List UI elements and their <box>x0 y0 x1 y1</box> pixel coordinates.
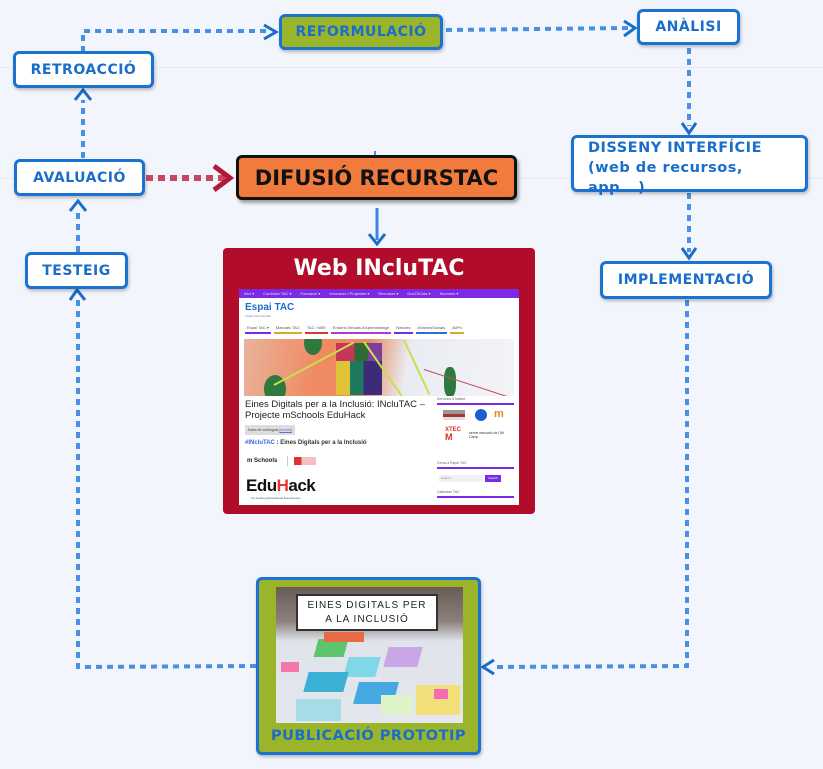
node-reformulacio[interactable]: REFORMULACIÓ <box>279 14 443 50</box>
site-search-button: Search <box>485 475 501 482</box>
site-nav-item: Recursos ▾ <box>378 291 399 296</box>
website-screenshot: Inici ▾ Comissió TAC ▾ Formació ▾ Innova… <box>239 289 519 505</box>
arrowhead-web <box>367 233 387 247</box>
sticky-note <box>343 657 381 677</box>
arrowhead-avaluacio <box>68 198 88 212</box>
mschools-logo: m Schools <box>247 458 278 464</box>
arrowhead-testeig <box>68 287 87 301</box>
sticky-note <box>281 662 299 672</box>
toc-link: [mostra] <box>279 428 292 432</box>
node-retroaccio[interactable]: RETROACCIÓ <box>13 51 154 88</box>
hashtag-rest: : Eines Digitals per a la Inclusió <box>274 440 367 446</box>
site-menu-item: Notícies <box>394 325 413 334</box>
sticky-note <box>303 672 349 692</box>
sidebar-heading: Calendari TAC <box>437 490 514 498</box>
eduhack-logo: EduHack <box>246 476 316 496</box>
blue-circle-logo-icon <box>475 409 487 421</box>
site-nav-item: Inici ▾ <box>244 291 255 296</box>
node-implementacio[interactable]: IMPLEMENTACIÓ <box>600 261 772 299</box>
logo-separator <box>287 456 288 466</box>
eduhack-subtitle: Co-creating Educational Experiences <box>251 496 301 500</box>
background-guide-line <box>0 67 823 68</box>
site-toc: Índex de continguts [mostra] <box>245 425 295 435</box>
sticky-note <box>383 647 423 667</box>
xtec-text: XTEC <box>445 427 462 433</box>
site-menu-item: Espai TAC ▾ <box>245 325 271 334</box>
toc-label: Índex de continguts <box>248 428 279 432</box>
servei-educatiu-text: servei educatiu de l'Alt Camp <box>469 431 504 439</box>
site-menu-item: #XarxesSocials <box>415 325 448 334</box>
connector-retroaccio-reformulacio <box>81 29 270 52</box>
hero-shape <box>423 369 510 396</box>
sticky-note <box>324 632 364 642</box>
site-post-title: Eines Digitals per a la Inclusió: INcluT… <box>245 399 425 421</box>
node-difusio-recurstac[interactable]: DIFUSIÓ RECURSTAC <box>236 155 517 200</box>
disseny-line-2: (web de recursos, app...) <box>588 160 743 196</box>
sidebar-heading: Cerca a Espai TAC <box>437 461 514 469</box>
site-menu-item: Manuals TAC <box>273 325 302 334</box>
arrowhead-disseny <box>680 122 698 136</box>
hashtag: #INcluTAC <box>245 440 275 446</box>
site-sidebar: Servicios d'Institut <box>437 397 514 408</box>
sticky-note <box>434 689 448 699</box>
arrowhead-implementacio <box>680 247 698 261</box>
eduhack-part: ack <box>288 476 316 495</box>
site-hero-image <box>244 339 514 396</box>
site-tagline: Institut Sant Andreu <box>245 314 272 318</box>
prototype-tag-line-2: A LA INCLUSIÓ <box>325 613 409 625</box>
sticky-note <box>296 699 341 721</box>
web-card-title: Web INcluTAC <box>293 256 465 281</box>
site-menu-item: TAC i NEE <box>304 325 328 334</box>
disseny-line-1: DISSENY INTERFÍCIE <box>588 140 762 156</box>
node-analisi[interactable]: ANÀLISI <box>637 9 740 45</box>
publicacio-prototip-label: PUBLICACIÓ PROTOTIP <box>270 728 467 744</box>
prototype-photo: EINES DIGITALS PER A LA INCLUSIÓ <box>276 587 463 723</box>
arrowhead-retroaccio <box>73 87 93 101</box>
node-avaluacio[interactable]: AVALUACIÓ <box>14 159 145 196</box>
arrowhead-reformulacio <box>263 23 279 41</box>
web-inclutac-card[interactable]: Web INcluTAC Inici ▾ Comissió TAC ▾ Form… <box>223 248 535 514</box>
hero-shape <box>304 339 322 355</box>
moodle-icon: m <box>494 408 504 420</box>
school-building-icon <box>443 410 465 420</box>
site-nav-item: Innovació i Projectes ▾ <box>329 291 370 296</box>
site-nav-item: Alumnes ▾ <box>439 291 459 296</box>
site-secondary-menu: Espai TAC ▾ Manuals TAC TAC i NEE Entorn… <box>245 325 464 334</box>
prototype-title-tag: EINES DIGITALS PER A LA INCLUSIÓ <box>296 594 438 631</box>
hero-shape <box>403 339 431 395</box>
arrowhead-analisi <box>623 19 638 38</box>
site-brand: Espai TAC <box>245 302 295 313</box>
sticky-note <box>381 695 413 715</box>
site-top-nav: Inici ▾ Comissió TAC ▾ Formació ▾ Innova… <box>239 289 519 298</box>
sidebar-heading: Servicios d'Institut <box>437 397 514 405</box>
connector-reformulacio-analisi <box>445 26 629 32</box>
site-nav-item: Comissió TAC ▾ <box>263 291 292 296</box>
prototype-tag-line-1: EINES DIGITALS PER <box>307 599 427 611</box>
eduhack-part: Edu <box>246 476 277 495</box>
site-menu-item: AVPs <box>450 325 464 334</box>
site-nav-item: DocTACats ▾ <box>407 291 431 296</box>
partner-logo <box>294 457 316 465</box>
site-search-input: Search ... <box>439 475 483 482</box>
eduhack-part: H <box>276 476 289 495</box>
arrowhead-publicacio <box>480 658 495 676</box>
site-hashtag-line: #INcluTAC : Eines Digitals per a la Incl… <box>245 440 367 446</box>
hero-shape <box>336 343 382 361</box>
site-menu-item: Entorns Virtuals d'Aprenentatge <box>330 325 392 334</box>
hero-shape <box>444 367 456 396</box>
node-disseny-interficie[interactable]: DISSENY INTERFÍCIE (web de recursos, app… <box>571 135 808 196</box>
node-testeig[interactable]: TESTEIG <box>25 252 128 289</box>
site-nav-item: Formació ▾ <box>300 291 321 296</box>
node-publicacio-prototip[interactable]: EINES DIGITALS PER A LA INCLUSIÓ PUBLICA… <box>256 577 481 755</box>
